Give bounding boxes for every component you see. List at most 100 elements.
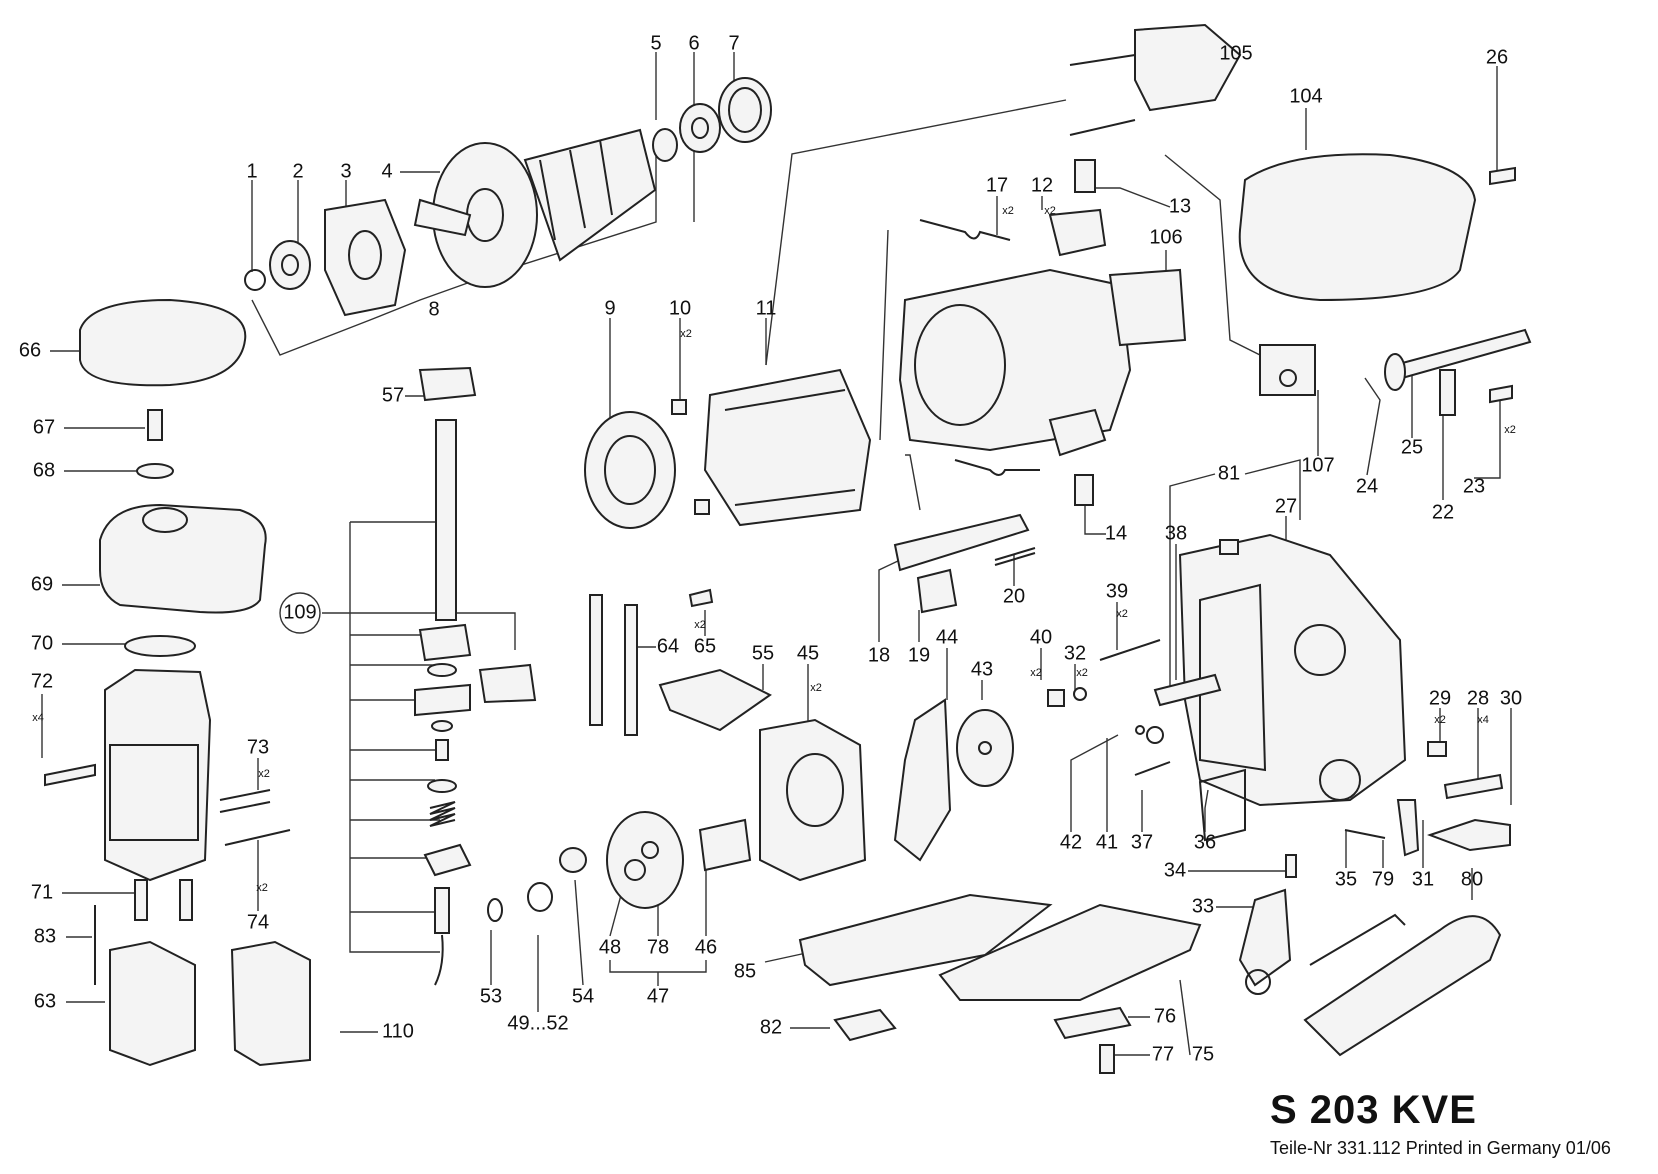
- part-label: 28: [1467, 687, 1489, 709]
- part-label: 63: [34, 990, 56, 1012]
- part-label: 54: [572, 985, 594, 1007]
- part-label: 4: [381, 160, 392, 182]
- part-label: 23: [1463, 475, 1485, 497]
- part-label: 42: [1060, 831, 1082, 853]
- part-label: 6: [688, 32, 699, 54]
- part-label: 2: [292, 160, 303, 182]
- part-label: 29: [1429, 687, 1451, 709]
- components: [44, 23, 1532, 1074]
- quantity-labels: x2 x2 x2 x2 x2 x2 x2 x2 x2 x4 x4 x2 x2 x2: [32, 205, 1516, 894]
- part-label: 77: [1152, 1043, 1174, 1065]
- part-label: 107: [1301, 454, 1334, 476]
- part-label: 47: [647, 985, 669, 1007]
- part-number-footer: Teile-Nr 331.112 Printed in Germany 01/0…: [1270, 1138, 1611, 1158]
- part-label: 3: [340, 160, 351, 182]
- quantity-label: x2: [694, 619, 706, 631]
- leader-lines: [41, 52, 1512, 1056]
- part-label: 30: [1500, 687, 1522, 709]
- part-label: 27: [1275, 495, 1297, 517]
- part-label: 109: [283, 601, 316, 623]
- part-label: 37: [1131, 831, 1153, 853]
- part-label: 26: [1486, 46, 1508, 68]
- part-label: 11: [756, 297, 777, 319]
- quantity-label: x2: [810, 682, 822, 694]
- part-label: 13: [1169, 195, 1191, 217]
- part-label: 19: [908, 644, 930, 666]
- part-label: 70: [31, 632, 53, 654]
- part-label: 41: [1096, 831, 1118, 853]
- quantity-label: x2: [1076, 667, 1088, 679]
- quantity-label: x4: [1477, 714, 1489, 726]
- model-title: S 203 KVE: [1270, 1088, 1477, 1132]
- part-label: 48: [599, 936, 621, 958]
- part-label: 49...52: [507, 1012, 568, 1034]
- part-label: 20: [1003, 585, 1025, 607]
- part-label: 72: [31, 670, 53, 692]
- part-label: 75: [1192, 1043, 1214, 1065]
- part-label: 38: [1165, 522, 1187, 544]
- quantity-label: x2: [1434, 714, 1446, 726]
- part-label: 110: [382, 1020, 414, 1042]
- quantity-label: x2: [1002, 205, 1014, 217]
- quantity-label: x2: [258, 768, 270, 780]
- part-label: 74: [247, 911, 269, 933]
- part-label: 24: [1356, 475, 1378, 497]
- quantity-label: x2: [1030, 667, 1042, 679]
- part-label: 25: [1401, 436, 1423, 458]
- part-label: 55: [752, 642, 774, 664]
- part-label: 9: [604, 297, 615, 319]
- part-label: 73: [247, 736, 269, 758]
- quantity-label: x2: [1044, 205, 1056, 217]
- part-label: 69: [31, 573, 53, 595]
- quantity-label: x2: [1116, 608, 1128, 620]
- part-label: 67: [33, 416, 55, 438]
- part-label: 106: [1149, 226, 1182, 248]
- part-label: 7: [728, 32, 739, 54]
- part-label: 80: [1461, 868, 1483, 890]
- part-label: 18: [868, 644, 890, 666]
- part-label: 81: [1218, 462, 1240, 484]
- part-label: 104: [1289, 85, 1322, 107]
- part-label: 71: [31, 881, 53, 903]
- part-label: 79: [1372, 868, 1394, 890]
- part-label: 33: [1192, 895, 1214, 917]
- part-label: 36: [1194, 831, 1216, 853]
- part-label: 14: [1105, 522, 1127, 544]
- part-label: 43: [971, 658, 993, 680]
- part-label: 76: [1154, 1005, 1176, 1027]
- part-label: 85: [734, 960, 756, 982]
- part-label: 22: [1432, 501, 1454, 523]
- part-label: 82: [760, 1016, 782, 1038]
- quantity-label: x2: [256, 882, 268, 894]
- part-label: 57: [382, 384, 404, 406]
- part-label: 39: [1106, 580, 1128, 602]
- part-label: 34: [1164, 859, 1186, 881]
- part-label: 64: [657, 635, 679, 657]
- part-label: 53: [480, 985, 502, 1007]
- part-label: 1: [246, 160, 257, 182]
- part-label: 12: [1031, 174, 1053, 196]
- part-label: 5: [650, 32, 661, 54]
- part-label: 45: [797, 642, 819, 664]
- quantity-label: x2: [680, 328, 692, 340]
- part-label: 31: [1412, 868, 1434, 890]
- part-label: 68: [33, 459, 55, 481]
- part-label: 8: [428, 298, 439, 320]
- quantity-label: x2: [1504, 424, 1516, 436]
- part-label: 78: [647, 936, 669, 958]
- part-label: 46: [695, 936, 717, 958]
- part-label: 10: [669, 297, 691, 319]
- part-label: 83: [34, 925, 56, 947]
- part-label: 65: [694, 635, 716, 657]
- part-label: 44: [936, 626, 958, 648]
- part-label: 105: [1219, 42, 1252, 64]
- part-label: 17: [986, 174, 1008, 196]
- part-label: 35: [1335, 868, 1357, 890]
- part-label: 66: [19, 339, 41, 361]
- part-label: 32: [1064, 642, 1086, 664]
- circled-part-109: [279, 592, 321, 634]
- quantity-label: x4: [32, 712, 44, 724]
- part-label: 40: [1030, 626, 1052, 648]
